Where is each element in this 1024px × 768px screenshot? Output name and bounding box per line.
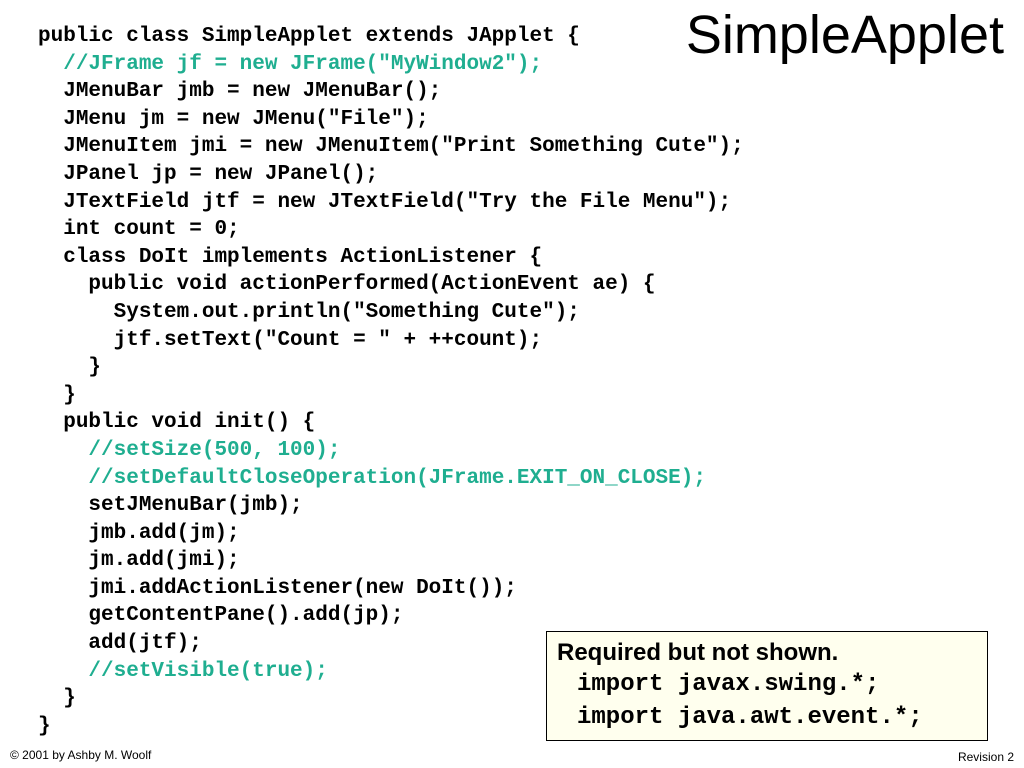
code-text: setJMenuBar(jmb); [88, 494, 303, 518]
code-line: System.out.println("Something Cute"); [38, 299, 744, 327]
footer-copyright: © 2001 by Ashby M. Woolf [10, 748, 152, 762]
code-text: class DoIt implements ActionListener { [63, 245, 543, 269]
code-comment-line: //setVisible(true); [38, 658, 744, 686]
code-indent [38, 384, 63, 407]
code-indent [38, 577, 88, 600]
code-indent [38, 522, 88, 545]
code-text: } [63, 383, 76, 407]
code-comment-line: //JFrame jf = new JFrame("MyWindow2"); [38, 51, 744, 79]
code-indent [38, 163, 63, 186]
code-text: //setSize(500, 100); [88, 438, 341, 462]
code-text: } [38, 714, 51, 738]
code-text: public void actionPerformed(ActionEvent … [88, 273, 656, 297]
code-text: jmb.add(jm); [88, 521, 240, 545]
note-import-line: import java.awt.event.*; [577, 704, 923, 731]
code-text: JPanel jp = new JPanel(); [63, 162, 379, 186]
code-indent [38, 191, 63, 214]
note-heading: Required but not shown. [557, 639, 839, 666]
code-indent [38, 301, 114, 324]
code-text: JTextField jtf = new JTextField("Try the… [63, 190, 732, 214]
code-indent [38, 53, 63, 76]
code-indent [38, 356, 88, 379]
code-comment-line: //setDefaultCloseOperation(JFrame.EXIT_O… [38, 465, 744, 493]
code-text: System.out.println("Something Cute"); [113, 300, 580, 324]
code-text: jm.add(jmi); [88, 549, 240, 573]
code-indent [38, 108, 63, 131]
code-text: JMenuBar jmb = new JMenuBar(); [63, 80, 442, 104]
code-text: } [88, 356, 102, 380]
code-line: JTextField jtf = new JTextField("Try the… [38, 189, 744, 217]
note-box: Required but not shown. import javax.swi… [546, 631, 988, 741]
code-text: public class SimpleApplet extends JApple… [38, 25, 580, 48]
code-indent [38, 494, 88, 517]
code-line: } [38, 382, 744, 410]
code-text: JMenu jm = new JMenu("File"); [63, 107, 429, 131]
code-line: JPanel jp = new JPanel(); [38, 161, 744, 189]
code-text: int count = 0; [63, 218, 240, 242]
note-import-line: import javax.swing.*; [577, 671, 880, 698]
code-line: class DoIt implements ActionListener { [38, 244, 744, 272]
code-line: getContentPane().add(jp); [38, 602, 744, 630]
code-text: jmi.addActionListener(new DoIt()); [88, 576, 517, 600]
code-indent [38, 604, 88, 627]
code-line: JMenuBar jmb = new JMenuBar(); [38, 78, 744, 106]
code-indent [38, 80, 63, 103]
code-indent [38, 329, 114, 352]
code-line: jmi.addActionListener(new DoIt()); [38, 575, 744, 603]
code-text: public void init() { [63, 411, 316, 435]
code-line: setJMenuBar(jmb); [38, 492, 744, 520]
code-text: add(jtf); [88, 632, 202, 656]
slide-title: SimpleApplet [681, 8, 1004, 62]
code-line: } [38, 685, 744, 713]
code-line: public void actionPerformed(ActionEvent … [38, 271, 744, 299]
code-indent [38, 439, 88, 462]
code-indent [38, 549, 88, 572]
code-line: jmb.add(jm); [38, 520, 744, 548]
code-indent [38, 632, 88, 655]
code-indent [38, 246, 63, 269]
code-line: jm.add(jmi); [38, 547, 744, 575]
code-text: } [63, 687, 76, 711]
code-text: JMenuItem jmi = new JMenuItem("Print Som… [63, 135, 744, 159]
code-line: } [38, 354, 744, 382]
code-line: public void init() { [38, 409, 744, 437]
code-text: //JFrame jf = new JFrame("MyWindow2"); [63, 52, 543, 76]
code-indent [38, 273, 88, 296]
code-indent [38, 218, 63, 241]
code-indent [38, 687, 63, 710]
code-line: jtf.setText("Count = " + ++count); [38, 327, 744, 355]
code-text: getContentPane().add(jp); [88, 604, 404, 628]
code-comment-line: //setSize(500, 100); [38, 437, 744, 465]
code-line: JMenu jm = new JMenu("File"); [38, 106, 744, 134]
code-line: add(jtf); [38, 630, 744, 658]
code-line: int count = 0; [38, 216, 744, 244]
code-line: public class SimpleApplet extends JApple… [38, 23, 744, 51]
code-line: JMenuItem jmi = new JMenuItem("Print Som… [38, 133, 744, 161]
code-text: jtf.setText("Count = " + ++count); [113, 328, 543, 352]
code-indent [38, 411, 63, 434]
code-indent [38, 660, 88, 683]
code-indent [38, 135, 63, 158]
code-text: //setVisible(true); [88, 659, 328, 683]
code-text: //setDefaultCloseOperation(JFrame.EXIT_O… [88, 466, 706, 490]
footer-revision: Revision 2 [957, 750, 1014, 764]
code-indent [38, 467, 88, 490]
code-line: } [38, 713, 744, 741]
code-block: public class SimpleApplet extends JApple… [38, 23, 744, 740]
